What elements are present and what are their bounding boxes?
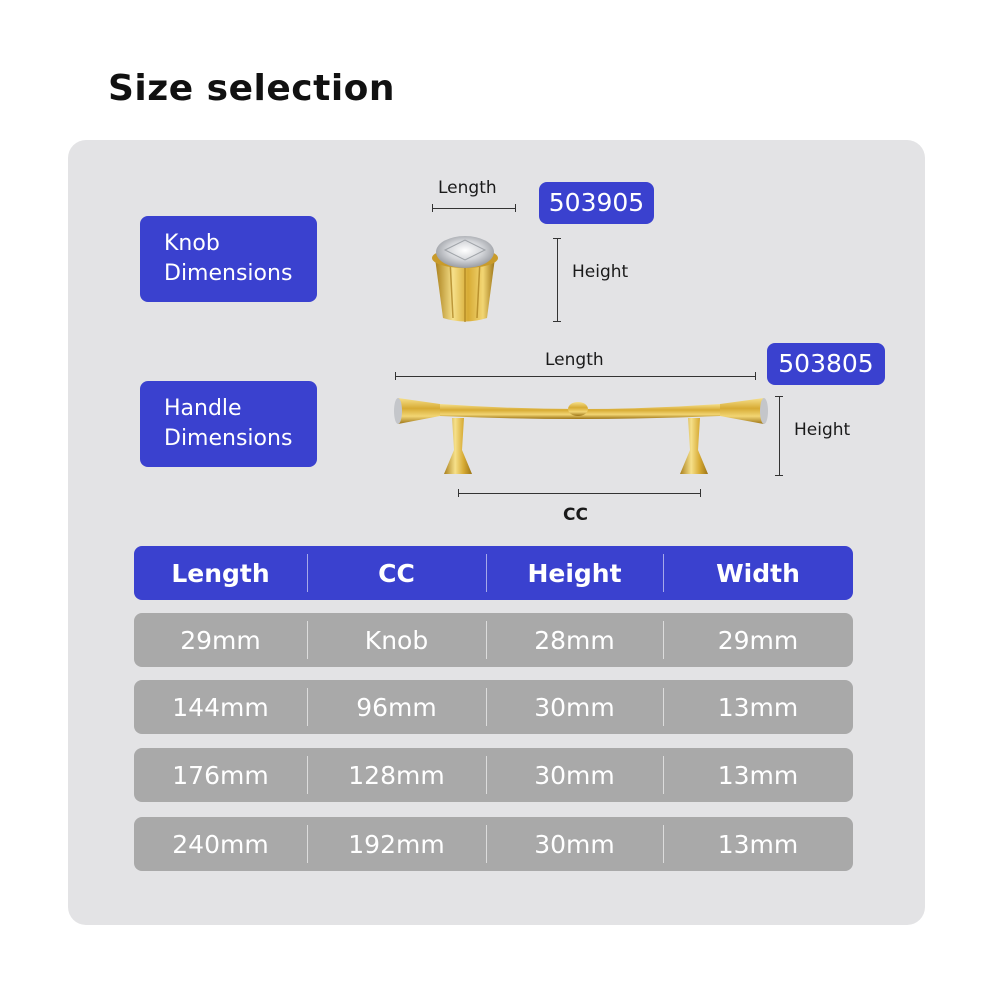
table-cell-height: 28mm: [486, 613, 663, 667]
knob-length-label: Length: [438, 178, 497, 198]
knob-label-line2: Dimensions: [164, 261, 293, 286]
table-header-cc-text: CC: [378, 558, 415, 588]
handle-cc-tick-right: [700, 489, 701, 497]
table-row: 240mm 192mm 30mm 13mm: [134, 817, 853, 871]
knob-code-badge: 503905: [539, 182, 654, 224]
table-cell-text: 30mm: [534, 829, 615, 859]
handle-height-tick-top: [775, 396, 783, 397]
table-row: 29mm Knob 28mm 29mm: [134, 613, 853, 667]
table-cell-text: 128mm: [348, 760, 445, 790]
table-cell-text: 28mm: [534, 625, 615, 655]
table-cell-height: 30mm: [486, 817, 663, 871]
handle-label-line2: Dimensions: [164, 426, 293, 451]
table-cell-cc: 96mm: [307, 680, 486, 734]
table-cell-cc: 192mm: [307, 817, 486, 871]
knob-image: [432, 236, 498, 322]
handle-length-label: Length: [545, 350, 604, 370]
table-cell-length: 29mm: [180, 625, 261, 655]
table-cell-width: 13mm: [663, 817, 853, 871]
table-cell-text: 30mm: [534, 760, 615, 790]
table-header-width-text: Width: [716, 558, 800, 588]
table-cell-height: 30mm: [486, 680, 663, 734]
table-header-cc: CC: [307, 546, 486, 600]
table-cell-text: 30mm: [534, 692, 615, 722]
table-cell-width: 13mm: [663, 680, 853, 734]
knob-length-line: [432, 208, 516, 209]
handle-code-badge: 503805: [767, 343, 885, 385]
knob-dimensions-label: Knob Dimensions: [140, 216, 317, 302]
handle-length-line: [395, 376, 756, 377]
knob-height-tick-bottom: [553, 321, 561, 322]
knob-length-tick-left: [432, 204, 433, 212]
table-cell-cc: Knob: [307, 613, 486, 667]
table-cell-text: 29mm: [717, 625, 799, 655]
knob-length-tick-right: [515, 204, 516, 212]
table-row: 176mm 128mm 30mm 13mm: [134, 748, 853, 802]
handle-cc-tick-left: [458, 489, 459, 497]
handle-length-tick-right: [755, 372, 756, 380]
handle-cc-line: [458, 493, 701, 494]
table-cell-text: 13mm: [717, 829, 799, 859]
table-header-height: Height: [486, 546, 663, 600]
handle-label-line1: Handle: [164, 396, 242, 421]
table-header-width: Width: [663, 546, 853, 600]
knob-height-tick-top: [553, 238, 561, 239]
handle-image: [394, 398, 768, 474]
page-title: Size selection: [108, 68, 396, 109]
handle-cc-label: CC: [563, 505, 588, 525]
handle-length-tick-left: [395, 372, 396, 380]
knob-height-label: Height: [572, 262, 629, 282]
table-cell-text: Knob: [364, 625, 429, 655]
table-header-row: Length CC Height Width: [134, 546, 853, 600]
knob-label-line1: Knob: [164, 231, 220, 256]
table-cell-text: 13mm: [717, 692, 799, 722]
table-cell-length: 176mm: [172, 760, 269, 790]
table-cell-length: 240mm: [172, 829, 269, 859]
table-cell-text: 13mm: [717, 760, 799, 790]
table-cell-cc: 128mm: [307, 748, 486, 802]
handle-dimensions-label: Handle Dimensions: [140, 381, 317, 467]
table-header-length: Length: [171, 558, 270, 588]
table-cell-text: 192mm: [348, 829, 445, 859]
table-cell-text: 96mm: [356, 692, 437, 722]
handle-height-tick-bottom: [775, 475, 783, 476]
table-row: 144mm 96mm 30mm 13mm: [134, 680, 853, 734]
table-cell-width: 29mm: [663, 613, 853, 667]
table-header-height-text: Height: [527, 558, 622, 588]
table-cell-height: 30mm: [486, 748, 663, 802]
handle-height-line: [779, 396, 780, 476]
handle-height-label: Height: [794, 420, 851, 440]
table-cell-length: 144mm: [172, 692, 269, 722]
table-cell-width: 13mm: [663, 748, 853, 802]
knob-height-line: [557, 238, 558, 322]
